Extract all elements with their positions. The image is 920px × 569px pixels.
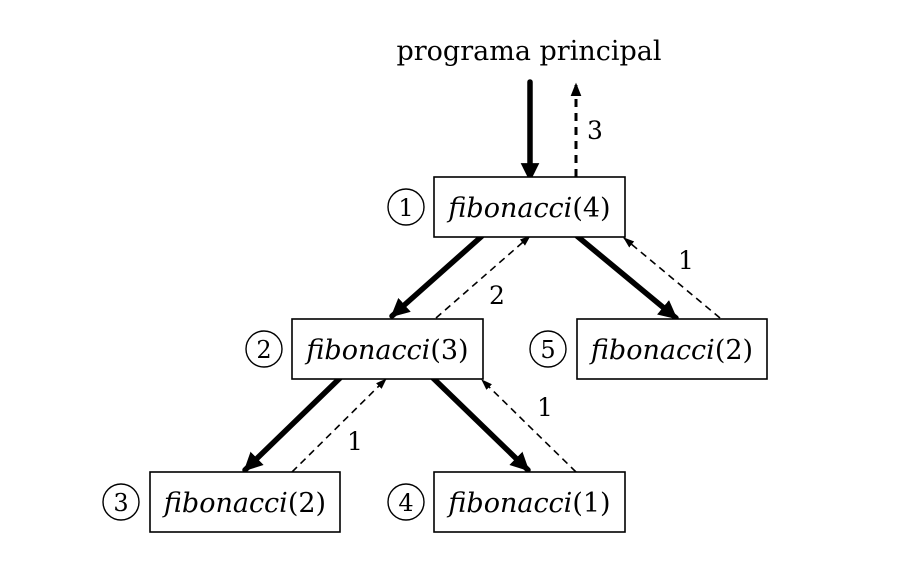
order-circle [387,188,425,226]
function-argument: (2) [715,335,753,366]
order-circle [245,330,283,368]
node-fibonacci-2-right: 5 fibonacci(2) [529,318,768,380]
return-arrow-n2-to-n1 [435,235,531,319]
function-name: fibonacci [446,488,572,519]
node-box [576,318,768,380]
order-number: 4 [398,489,413,517]
function-name: fibonacci [162,488,288,519]
order-circle [102,483,140,521]
order-number: 2 [256,336,271,364]
order-circle [387,483,425,521]
node-label: fibonacci(3) [304,335,468,366]
return-arrow-n4-to-n2 [481,379,577,473]
function-argument: (3) [430,335,468,366]
return-value-n3-to-n2: 1 [347,427,363,456]
return-value-n4-to-n2: 1 [537,393,553,422]
node-box [433,471,626,533]
node-fibonacci-4: 1 fibonacci(4) [387,176,626,238]
call-arrow-n2-to-n4 [430,375,531,473]
function-name: fibonacci [446,193,572,224]
return-value-n2-to-n1: 2 [489,281,505,310]
function-argument: (4) [572,193,610,224]
main-program-label: programa principal [396,36,661,67]
node-fibonacci-2-left: 3 fibonacci(2) [102,471,341,533]
order-number: 5 [540,336,555,364]
order-number: 1 [398,194,413,222]
order-circle [529,330,567,368]
return-arrow-n3-to-n2 [291,378,387,473]
function-argument: (1) [572,488,610,519]
node-box [291,318,484,380]
node-label: fibonacci(4) [446,193,610,224]
return-value-n1-to-main: 3 [587,116,603,145]
node-fibonacci-3: 2 fibonacci(3) [245,318,484,380]
function-name: fibonacci [589,335,715,366]
node-box [149,471,341,533]
return-arrow-n5-to-n1 [623,237,721,319]
call-arrow-n1-to-n5 [574,233,679,321]
node-label: fibonacci(2) [589,335,753,366]
node-box [433,176,626,238]
return-value-n5-to-n1: 1 [678,246,694,275]
node-label: fibonacci(2) [162,488,326,519]
order-number: 3 [113,489,128,517]
call-arrow-n1-to-n2 [389,233,485,319]
function-argument: (2) [288,488,326,519]
node-label: fibonacci(1) [446,488,610,519]
node-fibonacci-1: 4 fibonacci(1) [387,471,626,533]
function-name: fibonacci [304,335,430,366]
call-arrow-n2-to-n3 [242,375,343,473]
